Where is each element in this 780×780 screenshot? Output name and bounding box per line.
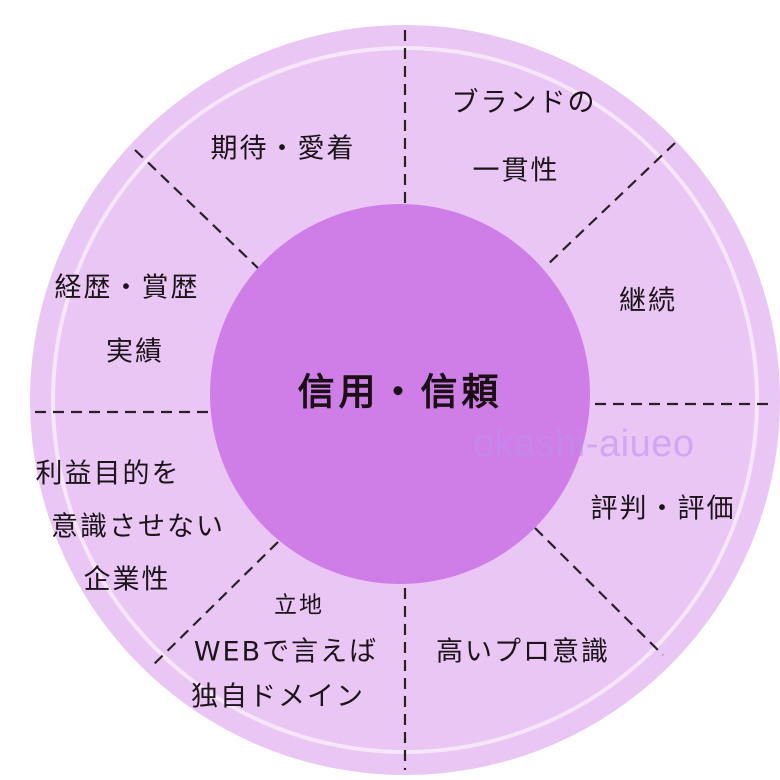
- segment-location-line-1: 立地: [274, 592, 324, 619]
- segment-continuity-label: 継続: [619, 285, 677, 317]
- divider-bottom-right: [534, 527, 664, 656]
- segment-reputation-label: 評判・評価: [590, 493, 736, 525]
- divider-top-left: [134, 149, 261, 271]
- segment-nonprofit-line-3: 企業性: [83, 564, 171, 596]
- divider-bottom-left: [149, 541, 279, 669]
- segment-pro-label: 高いプロ意識: [436, 636, 610, 668]
- segment-nonprofit-line-1: 利益目的を: [35, 458, 181, 490]
- segment-career-line-1: 経歴・賞歴: [54, 272, 200, 304]
- segment-nonprofit-line-2: 意識させない: [51, 511, 225, 543]
- segment-location-line-3: 独自ドメイン: [191, 681, 365, 713]
- watermark-text: okashi-aiueo: [473, 423, 695, 465]
- center-label: 信用・信頼: [297, 370, 503, 414]
- divider-top-right: [544, 142, 676, 268]
- segment-career-line-2: 実績: [106, 336, 164, 368]
- segment-expectation-label: 期待・愛着: [210, 133, 356, 165]
- divider-lines: [35, 30, 775, 770]
- segment-brand-line-2: 一貫性: [472, 155, 560, 187]
- center-disc: [210, 204, 590, 584]
- segment-location-line-2: WEBで言えば: [193, 636, 379, 668]
- segment-brand-line-1: ブランドの: [451, 87, 597, 119]
